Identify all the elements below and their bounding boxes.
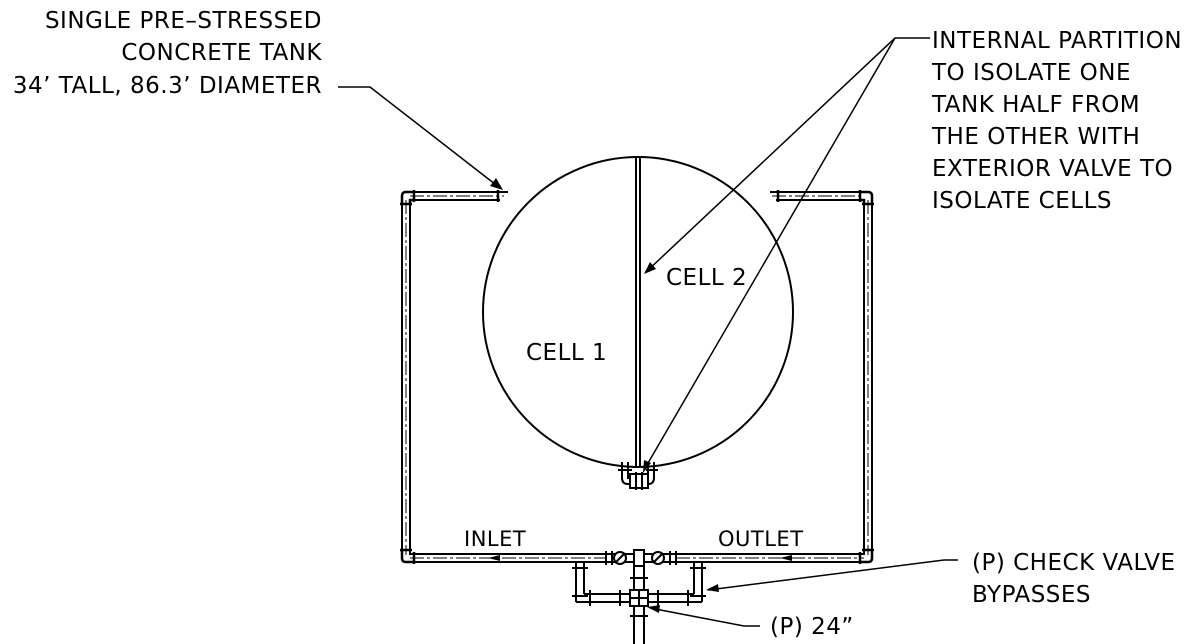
- cell-2-label: CELL 2: [666, 265, 747, 291]
- leader-partition-to-valve: [643, 37, 896, 471]
- callout-bypass: (P) CHECK VALVE BYPASSES: [972, 550, 1176, 608]
- callout-tank: SINGLE PRE–STRESSED CONCRETE TANK 34’ TA…: [13, 8, 322, 99]
- tank-circle: [482, 156, 794, 468]
- elbow-bottom-right: [860, 550, 874, 564]
- leader-tank: [338, 86, 501, 189]
- tank-label-line-3: 34’ TALL, 86.3’ DIAMETER: [13, 73, 322, 99]
- partition-label-line-1: INTERNAL PARTITION: [932, 28, 1182, 54]
- check-valve-bypass-assembly: [572, 549, 706, 644]
- arrowhead-pipe-size: [647, 605, 660, 613]
- leader-lines: [338, 37, 958, 627]
- leader-arrowheads: [490, 178, 719, 613]
- elbow-top-right: [860, 190, 874, 204]
- isolation-pipe-left: [621, 462, 634, 485]
- check-valve-left-bar: [614, 552, 626, 564]
- inlet-label: INLET: [464, 527, 526, 551]
- header-tee: [633, 549, 645, 567]
- leader-pipe-size: [649, 607, 760, 627]
- elbow-top-right-inner: [860, 198, 866, 204]
- outlet-label: OUTLET: [718, 527, 804, 551]
- leader-partition-to-wall: [645, 37, 896, 273]
- arrowhead-partition-valve: [643, 460, 651, 473]
- partition-label-line-3: TANK HALF FROM: [931, 92, 1140, 118]
- piping-loop: [401, 191, 873, 563]
- flow-arrow-inlet: [488, 555, 500, 561]
- partition-label-line-5: EXTERIOR VALVE TO: [932, 156, 1173, 182]
- cell-1-label: CELL 1: [526, 340, 607, 366]
- elbow-top-left: [400, 190, 414, 204]
- tank-label-line-2: CONCRETE TANK: [121, 40, 322, 66]
- flow-arrows: [488, 555, 792, 561]
- elbow-bottom-left: [400, 550, 414, 564]
- tank-label-line-1: SINGLE PRE–STRESSED: [45, 8, 322, 34]
- bypass-label-line-1: (P) CHECK VALVE: [972, 550, 1176, 576]
- check-valve-right-bar: [652, 552, 664, 564]
- pipe-centerlines: [405, 195, 869, 559]
- callout-partition: INTERNAL PARTITION TO ISOLATE ONE TANK H…: [931, 28, 1182, 214]
- flow-arrow-outlet: [780, 555, 792, 561]
- bypass-label-line-2: BYPASSES: [972, 582, 1091, 608]
- partition-label-line-4: THE OTHER WITH: [931, 124, 1140, 150]
- pipe-size-label: (P) 24”: [770, 614, 854, 640]
- elbow-fittings: [400, 190, 874, 564]
- partition-label-line-6: ISOLATE CELLS: [932, 188, 1112, 214]
- arrowhead-partition-wall: [644, 262, 656, 274]
- isolation-valve-body: [629, 473, 649, 489]
- tank: [482, 156, 794, 468]
- leader-bypass: [707, 559, 958, 591]
- isolation-valve-fitting: [618, 462, 658, 490]
- arrowhead-tank: [490, 178, 503, 190]
- elbow-top-left-inner: [408, 198, 414, 204]
- partition-label-line-2: TO ISOLATE ONE: [931, 60, 1131, 86]
- arrowhead-bypass: [706, 584, 719, 592]
